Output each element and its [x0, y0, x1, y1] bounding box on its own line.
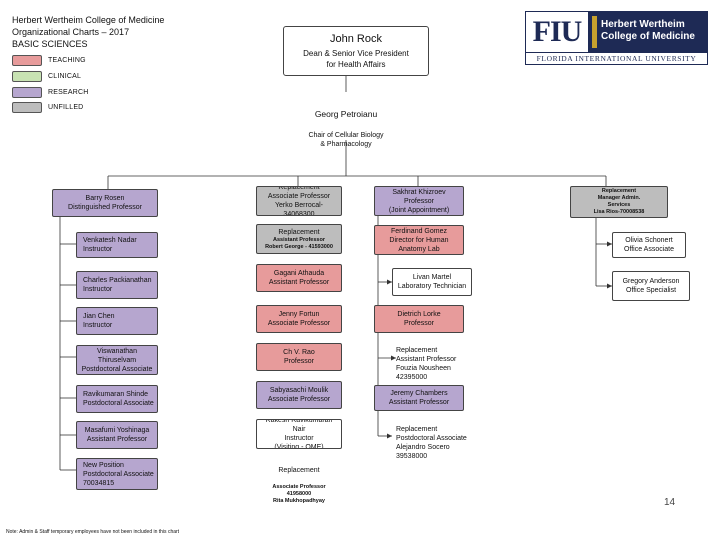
staff-block-col2-8: Replacement Associate Professor 41958000… — [256, 457, 342, 504]
staff-box-col3-1: Sakhrat Khizroev Professor (Joint Appoin… — [374, 186, 464, 216]
header-department: BASIC SCIENCES — [12, 39, 88, 49]
chair-name: Georg Petroianu — [314, 109, 378, 119]
legend-swatch-clinical — [12, 71, 42, 82]
staff-box-col2-5: Ch V. Rao Professor — [256, 343, 342, 371]
legend-label-research: RESEARCH — [48, 89, 89, 96]
staff-box-col1-2: Venkatesh Nadar Instructor — [76, 232, 158, 258]
staff-box-col1-1: Barry Rosen Distinguished Professor — [52, 189, 158, 217]
logo-name-line2: College of Medicine — [601, 31, 695, 42]
staff-box-col2-2: Replacement Assistant Professor Robert G… — [256, 224, 342, 254]
staff-box-col3-2: Ferdinand Gomez Director for Human Anato… — [374, 225, 464, 255]
staff-box-col1-4: Jian Chen Instructor — [76, 307, 158, 335]
staff-box-col4-1: Replacement Manager Admin. Services Lisa… — [570, 186, 668, 218]
chair-block: Georg Petroianu Chair of Cellular Biolog… — [286, 100, 406, 148]
dean-name: John Rock — [330, 33, 382, 45]
staff-box-col4-2: Olivia Schonert Office Associate — [612, 232, 686, 258]
header-subtitle: Organizational Charts – 2017 — [12, 27, 130, 37]
legend-swatch-unfilled — [12, 102, 42, 113]
fiu-logo: FIU Herbert Wertheim College of Medicine… — [525, 11, 708, 65]
logo-university: FLORIDA INTERNATIONAL UNIVERSITY — [526, 52, 707, 64]
col2-8-title: Replacement — [278, 467, 320, 474]
legend-swatch-teaching — [12, 55, 42, 66]
legend-label-unfilled: UNFILLED — [48, 104, 84, 111]
header-college: Herbert Wertheim College of Medicine — [12, 15, 165, 25]
legend-swatch-research — [12, 87, 42, 98]
staff-box-col4-3: Gregory Anderson Office Specialist — [612, 271, 690, 301]
staff-box-col1-3: Charles Packianathan Instructor — [76, 271, 158, 299]
staff-box-col1-6: Ravikumaran Shinde Postdoctoral Associat… — [76, 385, 158, 413]
staff-box-col1-5: Viswanathan Thiruselvam Postdoctoral Ass… — [76, 345, 158, 375]
chair-title: Chair of Cellular Biology & Pharmacology — [308, 132, 384, 148]
staff-box-col2-6: Sabyasachi Moulik Associate Professor — [256, 381, 342, 409]
staff-block-col3-5: Replacement Assistant Professor Fouzia N… — [396, 347, 457, 381]
col2-8-sub: Associate Professor 41958000 Rita Mukhop… — [272, 484, 326, 504]
staff-box-col3-3: Livan Martel Laboratory Technician — [392, 268, 472, 296]
logo-gold-bar — [592, 16, 597, 48]
staff-box-col3-6: Jeremy Chambers Assistant Professor — [374, 385, 464, 411]
legend-label-clinical: CLINICAL — [48, 73, 82, 80]
staff-block-col3-7: Replacement Postdoctoral Associate Aleja… — [396, 426, 467, 460]
staff-box-col3-4: Dietrich Lorke Professor — [374, 305, 464, 333]
page-header: Herbert Wertheim College of Medicine Org… — [12, 14, 164, 50]
logo-name-line1: Herbert Wertheim — [601, 19, 685, 30]
footnote: Note: Admin & Staff temporary employees … — [6, 529, 180, 535]
logo-mark: FIU — [532, 15, 583, 48]
col2-2-title: Replacement — [278, 228, 320, 236]
staff-box-col2-4: Jenny Fortun Associate Professor — [256, 305, 342, 333]
staff-box-col2-3: Gagani Athauda Assistant Professor — [256, 264, 342, 292]
staff-box-col2-7: Rakesh Ravikumaran Nair Instructor (Visi… — [256, 419, 342, 449]
page-number: 14 — [664, 497, 676, 508]
staff-box-col1-7: Masafumi Yoshinaga Assistant Professor — [76, 421, 158, 449]
dean-box: John Rock Dean & Senior Vice President f… — [283, 26, 429, 76]
staff-box-col2-1: Replacement Associate Professor Yerko Be… — [256, 186, 342, 216]
dean-title: Dean & Senior Vice President for Health … — [303, 49, 409, 69]
staff-box-col1-8: New Position Postdoctoral Associate 7003… — [76, 458, 158, 490]
col2-2-sub: Assistant Professor Robert George - 4159… — [265, 236, 333, 250]
legend-label-teaching: TEACHING — [48, 57, 86, 64]
